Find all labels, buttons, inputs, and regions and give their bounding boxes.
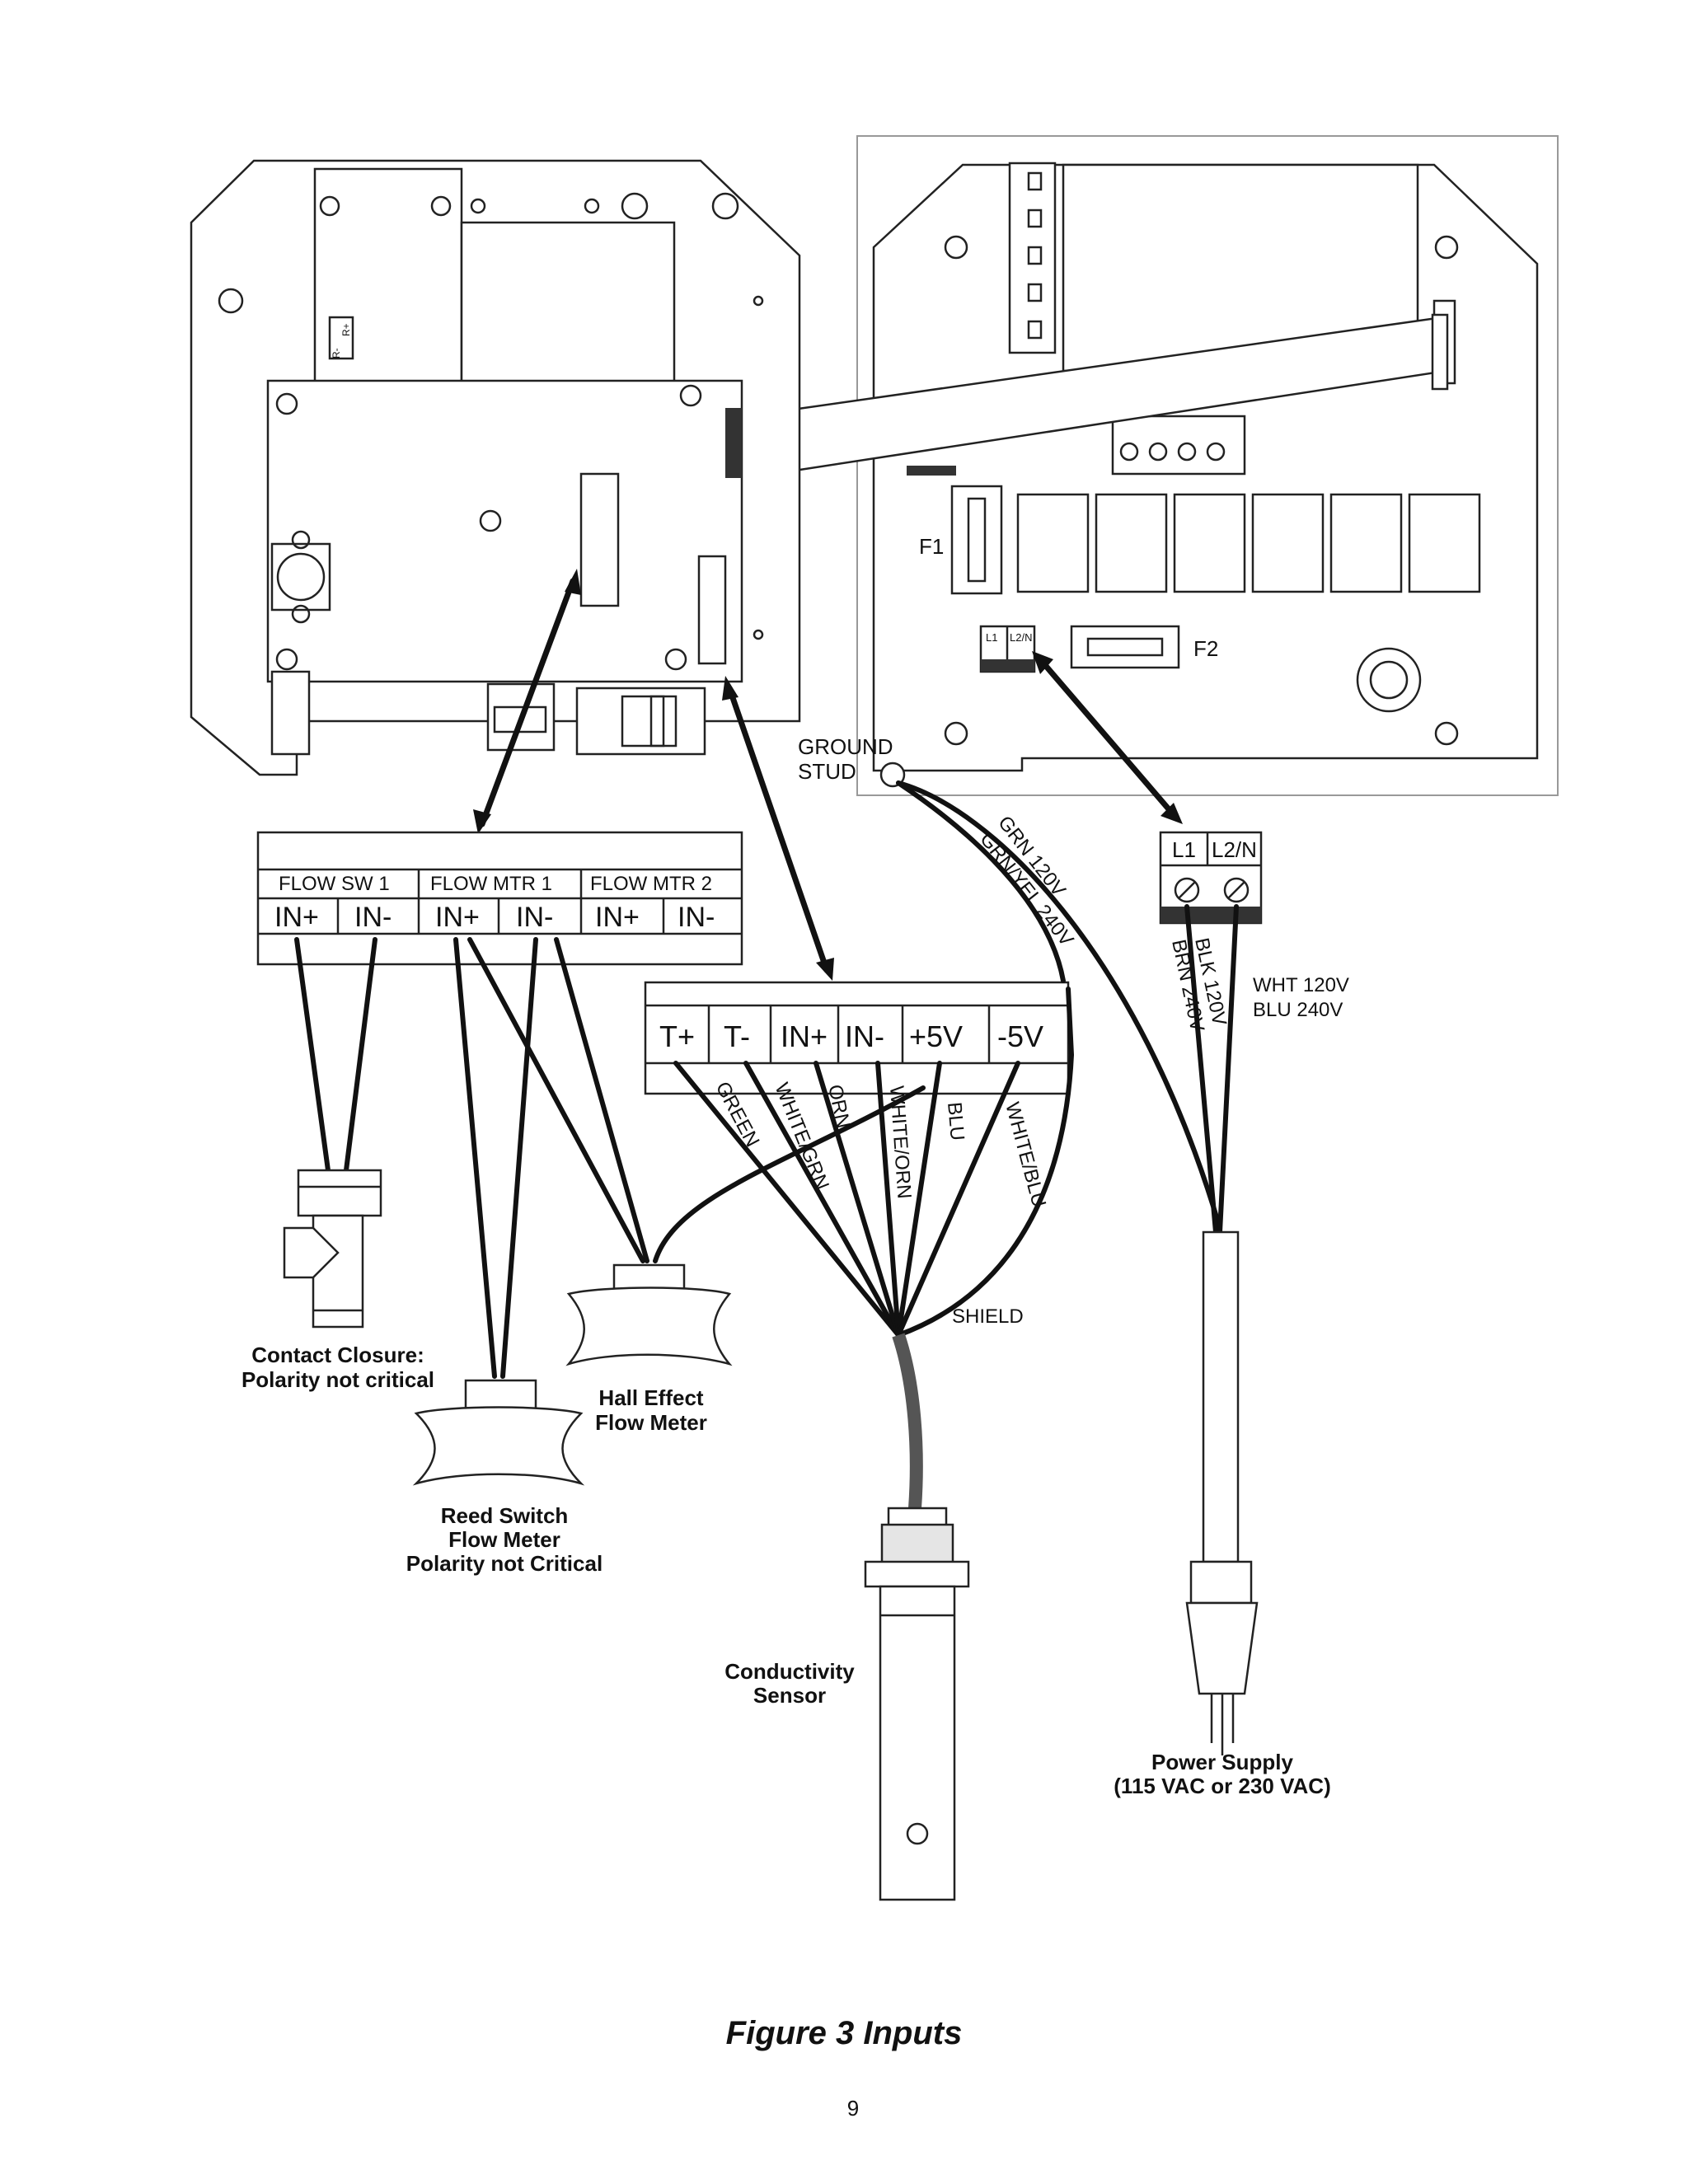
reed-switch-device: Reed Switch Flow Meter Polarity not Crit… [406,1379,603,1576]
board-l1-label: L1 [986,631,997,644]
hall-effect-device: Hall Effect Flow Meter [565,1263,733,1435]
ground-stud-label-1: GROUND [798,734,893,759]
wire-label-blu-240: BLU 240V [1253,999,1343,1021]
power-cord-device: Power Supply (115 VAC or 230 VAC) [1114,1230,1331,1798]
contact-closure-label-2: Polarity not critical [241,1367,434,1392]
hall-effect-label-2: Flow Meter [595,1410,707,1435]
flow-term-5: IN+ [595,902,640,933]
cond-term-inplus: IN+ [781,1019,828,1053]
cond-term-inminus: IN- [845,1019,884,1053]
power-terminal-block: L1 L2/N [1159,831,1263,925]
conductivity-sensor-device: Conductivity Sensor [724,1507,970,1901]
flow-mtr2-label: FLOW MTR 2 [590,873,712,895]
cond-term-tminus: T- [724,1019,750,1053]
page-number: 9 [847,2096,859,2121]
fuse2-label: F2 [1193,636,1218,661]
figure-title: Figure 3 Inputs [726,2015,963,2051]
wires [294,780,1239,1509]
power-supply-label-1: Power Supply [1151,1750,1293,1774]
board-l2n-label: L2/N [1010,631,1032,644]
flow-term-4: IN- [516,902,553,933]
controller-board: R- R+ [190,159,801,776]
flow-mtr1-label: FLOW MTR 1 [430,873,552,895]
conductivity-label-1: Conductivity [724,1659,855,1684]
connection-arrows [473,569,1183,981]
power-term-l2n: L2/N [1212,837,1257,862]
flow-sw1-label: FLOW SW 1 [279,873,390,895]
power-term-l1: L1 [1172,837,1196,862]
rr-plus-label: R+ [340,323,352,336]
wire-label-shield: SHIELD [952,1305,1024,1328]
wire-label-white-blu: WHITE/BLU [1001,1100,1050,1210]
contact-closure-label-1: Contact Closure: [251,1343,424,1367]
hall-effect-label-1: Hall Effect [598,1385,703,1410]
fuse1-label: F1 [919,534,944,559]
reed-switch-label-3: Polarity not Critical [406,1551,603,1576]
contact-closure-device: Contact Closure: Polarity not critical [241,1169,434,1392]
conductivity-label-2: Sensor [753,1683,826,1708]
cond-term-5vminus: -5V [997,1019,1043,1053]
cond-term-5vplus: +5V [909,1019,963,1053]
rr-minus-label: R- [331,348,342,359]
flow-term-3: IN+ [435,902,480,933]
power-board: F1 F2 L1 L2/N GROUND STUD [798,135,1559,796]
wire-label-blu: BLU [943,1101,968,1141]
flow-terminal-block: FLOW SW 1 FLOW MTR 1 FLOW MTR 2 IN+ IN- … [256,831,743,966]
cond-terminal-block: T+ T- IN+ IN- +5V -5V [644,981,1070,1095]
power-supply-label-2: (115 VAC or 230 VAC) [1114,1774,1330,1798]
flow-term-6: IN- [678,902,715,933]
wire-label-white-orn: WHITE/ORN [885,1085,916,1200]
reed-switch-label-1: Reed Switch [441,1503,569,1528]
wire-label-wht-120: WHT 120V [1253,974,1349,996]
cond-term-tplus: T+ [659,1019,695,1053]
reed-switch-label-2: Flow Meter [448,1527,560,1552]
flow-term-1: IN+ [274,902,319,933]
flow-term-2: IN- [354,902,392,933]
ground-stud-label-2: STUD [798,759,856,784]
